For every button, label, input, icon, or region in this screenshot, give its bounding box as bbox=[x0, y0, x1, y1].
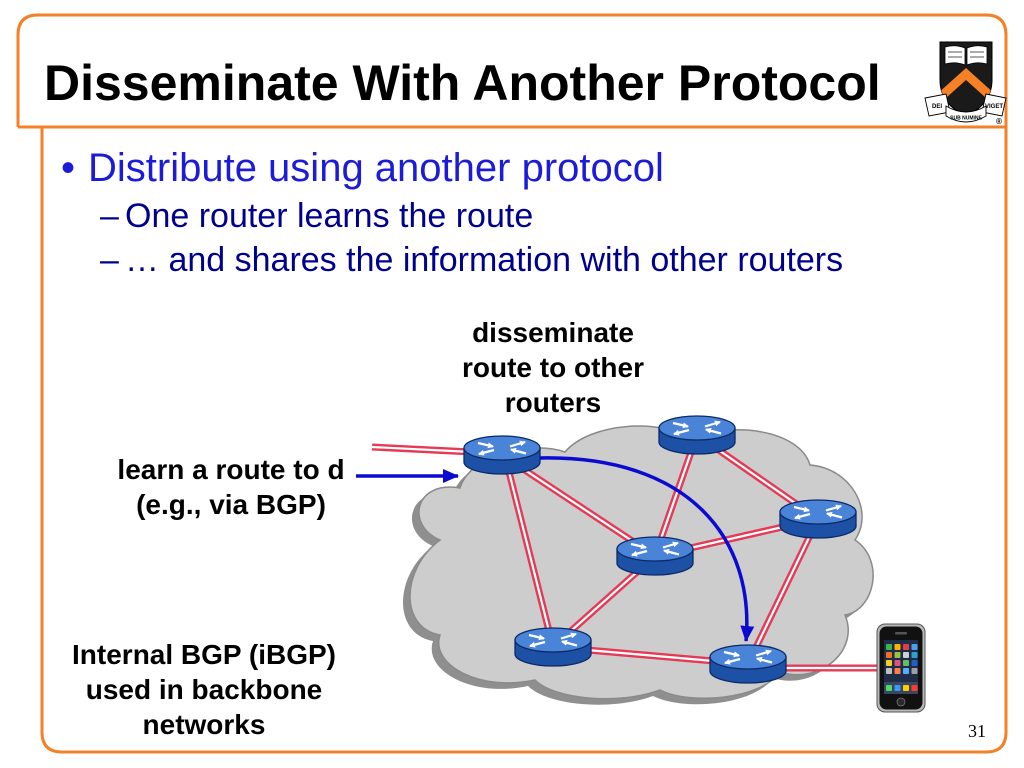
sub-bullet-text: … and shares the information with other … bbox=[125, 241, 844, 279]
link-r2-r4 bbox=[651, 433, 701, 558]
router-icon bbox=[617, 537, 693, 575]
logo-motto-right: VIGET bbox=[985, 104, 1003, 110]
label-line: networks bbox=[142, 709, 266, 740]
learn-route-label: learn a route to d (e.g., via BGP) bbox=[106, 452, 356, 522]
sub-bullet-marker: – bbox=[100, 197, 119, 235]
router-icon bbox=[780, 500, 856, 538]
disseminate-arrow bbox=[539, 456, 755, 642]
label-line: Internal BGP (iBGP) bbox=[72, 639, 336, 670]
router-icon bbox=[659, 416, 735, 454]
label-line: used in backbone bbox=[85, 674, 323, 705]
disseminate-label: disseminate route to other routers bbox=[433, 315, 673, 420]
bullet-text: Distribute using another protocol bbox=[88, 146, 664, 190]
router-icon bbox=[464, 436, 540, 474]
label-line: disseminate bbox=[472, 317, 634, 348]
label-line: routers bbox=[504, 387, 602, 418]
slide-title: Disseminate With Another Protocol bbox=[44, 55, 881, 111]
registered-mark: ® bbox=[996, 117, 1002, 126]
logo-motto-left: DEI bbox=[932, 104, 942, 110]
router-icon bbox=[710, 645, 786, 683]
page-number: 31 bbox=[968, 721, 986, 741]
bullet-marker: • bbox=[61, 146, 76, 190]
router-icon bbox=[515, 628, 591, 666]
sub-bullet-text: One router learns the route bbox=[125, 197, 534, 235]
princeton-shield-icon: DEI SUB NUMINE VIGET ® bbox=[924, 41, 1007, 126]
label-line: learn a route to d bbox=[117, 454, 345, 485]
logo-motto-center: SUB NUMINE bbox=[950, 116, 982, 122]
slide-frame bbox=[16, 13, 1008, 754]
link-r3-r6 bbox=[744, 517, 822, 666]
link-incoming bbox=[371, 443, 473, 456]
label-line: (e.g., via BGP) bbox=[136, 489, 326, 520]
label-line: route to other bbox=[462, 352, 644, 383]
sub-bullet-marker: – bbox=[100, 241, 119, 279]
link-r1-r4 bbox=[500, 452, 657, 559]
iphone-icon bbox=[876, 623, 926, 713]
link-r1-r5 bbox=[502, 459, 557, 648]
ibgp-label: Internal BGP (iBGP) used in backbone net… bbox=[54, 637, 354, 742]
